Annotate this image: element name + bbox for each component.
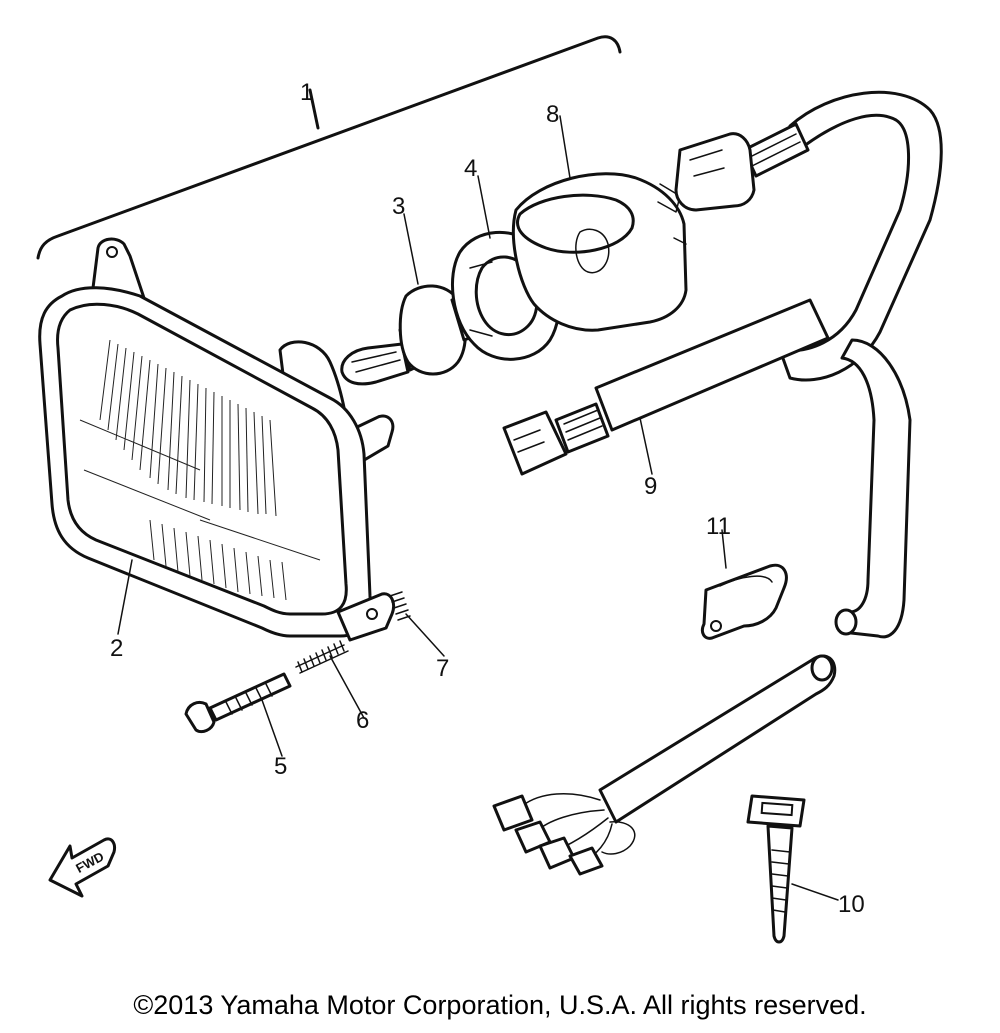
copyright-notice: ©2013 Yamaha Motor Corporation, U.S.A. A…: [133, 990, 867, 1020]
callout-11: 11: [706, 513, 731, 540]
wire-harness: [502, 90, 943, 639]
assembly-bracket: [36, 35, 622, 260]
callout-9: 9: [644, 473, 657, 500]
headlight-exploded-diagram: FWD 1 2 3 4 5 6 7 8 9 10 11: [36, 35, 943, 944]
forward-direction-arrow: FWD: [48, 837, 116, 898]
cable-tie: [746, 794, 806, 944]
headlight-rubber-cover: [512, 172, 688, 332]
callout-3: 3: [392, 193, 405, 220]
callout-8: 8: [546, 101, 559, 128]
callout-1: 1: [300, 79, 313, 106]
headlight-unit: [38, 237, 396, 642]
callouts: 1 2 3 4 5 6 7 8 9 10 11: [110, 79, 865, 918]
callout-4: 4: [464, 155, 477, 182]
leader-lines: [117, 115, 839, 901]
lower-wire-lead: [492, 654, 837, 876]
adjusting-spring: [295, 640, 349, 674]
callout-10: 10: [838, 891, 865, 918]
adjusting-screw: [184, 672, 292, 734]
wire-clamp: [700, 563, 788, 640]
callout-7: 7: [436, 655, 449, 682]
callout-5: 5: [274, 753, 287, 780]
mounting-spring: [389, 591, 411, 621]
callout-6: 6: [356, 707, 369, 734]
callout-2: 2: [110, 635, 123, 662]
